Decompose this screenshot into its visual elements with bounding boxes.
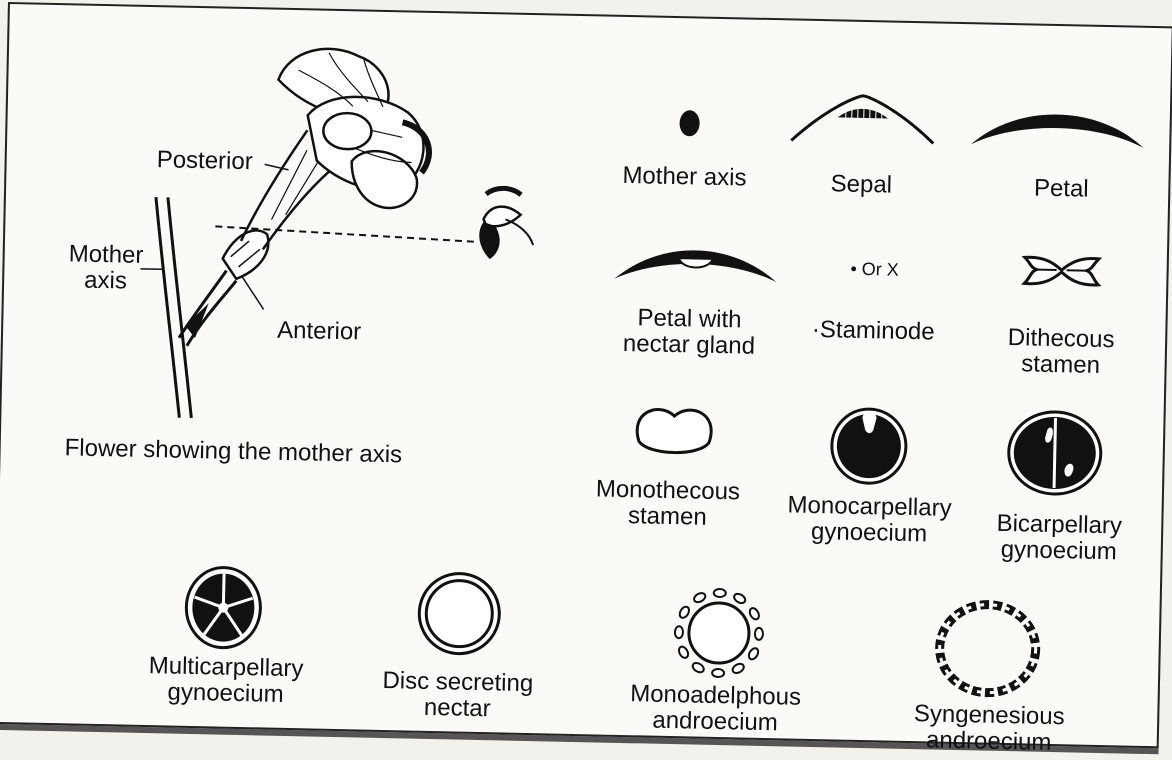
multicarpellary-gynoecium-icon	[182, 564, 264, 652]
label-mother-axis-line2: axis	[84, 268, 127, 295]
label-mother-axis-line1: Mother	[68, 241, 143, 269]
label-bicarpellary-2: gynoecium	[968, 536, 1149, 566]
staminode-symbols: • Or X	[824, 255, 925, 283]
label-anterior: Anterior	[277, 318, 362, 346]
monoadelphous-androecium-icon	[670, 584, 768, 682]
syngenesious-androecium-icon	[932, 598, 1044, 700]
label-dithecous-1: Dithecous	[981, 324, 1142, 353]
label-multicarpellary-2: gynoecium	[125, 679, 326, 709]
bicarpellary-gynoecium-icon	[1006, 409, 1104, 497]
label-petal-nectar-2: nectar gland	[599, 330, 780, 360]
petal-icon	[967, 92, 1148, 156]
label-monocarpellary-2: gynoecium	[769, 518, 970, 548]
petal-nectar-gland-icon	[610, 235, 781, 289]
dithecous-stamen-icon	[1016, 251, 1107, 293]
disc-secreting-nectar-icon	[414, 569, 504, 659]
label-bicarpellary-1: Bicarpellary	[969, 510, 1150, 540]
label-disc-2: nectar	[357, 693, 558, 723]
label-syngenesious-2: androecium	[878, 726, 1098, 757]
label-petal: Petal	[986, 175, 1137, 204]
monothecous-stamen-icon	[629, 401, 720, 463]
label-monothecous-1: Monothecous	[578, 476, 759, 506]
monocarpellary-gynoecium-icon	[828, 405, 910, 487]
label-monothecous-2: stamen	[577, 502, 758, 532]
label-dithecous-2: stamen	[980, 350, 1141, 379]
label-monoadelphous-2: androecium	[605, 707, 825, 738]
sepal-icon	[787, 88, 938, 151]
label-staminode: ·Staminode	[793, 317, 954, 346]
label-posterior: Posterior	[156, 147, 253, 175]
mother-axis-dot-icon	[675, 108, 704, 141]
label-sepal: Sepal	[786, 170, 937, 199]
label-mother-axis: Mother axis	[604, 163, 765, 192]
